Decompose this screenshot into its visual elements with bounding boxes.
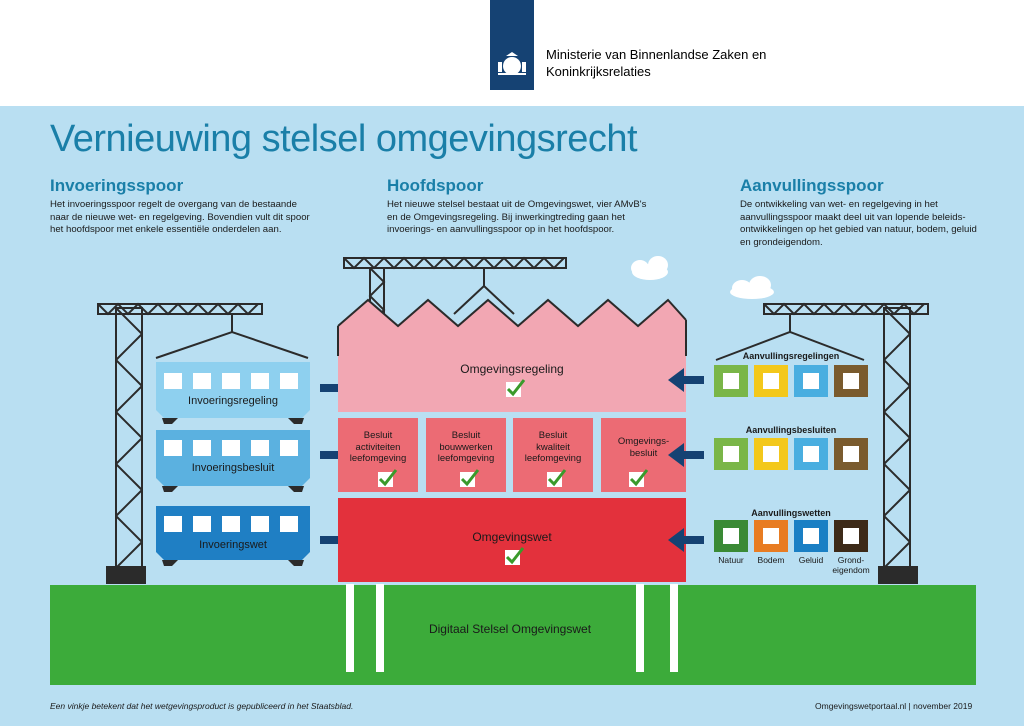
label-grond: Grond- bbox=[837, 555, 865, 565]
page-title: Vernieuwing stelsel omgevingsrecht bbox=[50, 118, 638, 160]
cloud-icon bbox=[730, 276, 774, 299]
label-eigendom: eigendom bbox=[832, 565, 870, 575]
text-aanvullingsspoor: De ontwikkeling van wet- en regelgeving … bbox=[740, 199, 977, 248]
wagon-label-invoeringswet: Invoeringswet bbox=[199, 539, 267, 551]
check-icon bbox=[547, 469, 567, 487]
cell-line: Besluit bbox=[363, 430, 393, 441]
label-omgevingswet: Omgevingswet bbox=[472, 530, 552, 544]
ministry-name: Ministerie van Binnenlandse Zaken en Kon… bbox=[546, 46, 766, 80]
label-aanvullingsbesluiten: Aanvullingsbesluiten bbox=[745, 425, 837, 435]
label-aanvullingswetten: Aanvullingswetten bbox=[751, 508, 831, 518]
left-crane bbox=[97, 302, 309, 569]
label-digitaal-stelsel: Digitaal Stelsel Omgevingswet bbox=[428, 622, 592, 636]
check-icon bbox=[460, 469, 480, 487]
cell-besluit-kwaliteit: Besluit kwaliteit leefomgeving bbox=[513, 430, 593, 465]
cell-line: Besluit bbox=[451, 430, 481, 441]
government-logo bbox=[490, 0, 534, 90]
text-hoofdspoor: Het nieuwe stelsel bestaat uit de Omgevi… bbox=[387, 199, 647, 235]
wagon-invoeringsbesluit bbox=[156, 430, 310, 492]
cell-line: Omgevings- bbox=[617, 436, 670, 447]
label-aanvullingsregelingen: Aanvullingsregelingen bbox=[742, 351, 840, 361]
cell-line: activiteiten bbox=[355, 441, 401, 453]
footer-note: Een vinkje betekent dat het wetgevingspr… bbox=[50, 701, 354, 711]
text-invoeringsspoor: Het invoeringsspoor regelt de overgang v… bbox=[50, 199, 310, 235]
right-crane bbox=[715, 302, 929, 569]
cell-line: besluit bbox=[629, 447, 658, 459]
check-icon bbox=[506, 379, 526, 397]
label-natuur: Natuur bbox=[718, 555, 744, 565]
ministry-line-1: Ministerie van Binnenlandse Zaken en bbox=[546, 47, 767, 62]
wagon-invoeringswet bbox=[156, 506, 310, 566]
label-grondeigendom: Grond- eigendom bbox=[826, 555, 876, 575]
cell-line: kwaliteit bbox=[536, 441, 570, 453]
swatches-aanvullingswetten bbox=[714, 520, 868, 552]
ground bbox=[50, 585, 976, 685]
swatches-aanvullingsregelingen bbox=[714, 365, 868, 397]
wagon-label-invoeringsbesluit: Invoeringsbesluit bbox=[191, 462, 275, 474]
cell-line: bouwwerken bbox=[439, 441, 493, 453]
cell-besluit-bouwwerken: Besluit bouwwerken leefomgeving bbox=[426, 430, 506, 465]
cell-line: Besluit bbox=[538, 430, 568, 441]
label-omgevingsregeling: Omgevingsregeling bbox=[460, 362, 564, 376]
wagon-invoeringsregeling bbox=[156, 362, 310, 424]
cloud-icon bbox=[631, 256, 668, 280]
cell-besluit-activiteiten: Besluit activiteiten leefomgeving bbox=[338, 430, 418, 465]
label-geluid: Geluid bbox=[798, 555, 824, 565]
arrow-left-icon bbox=[668, 528, 704, 552]
arrow-left-icon bbox=[668, 368, 704, 392]
crest-icon bbox=[498, 52, 526, 75]
header: Ministerie van Binnenlandse Zaken en Kon… bbox=[0, 0, 1024, 106]
cell-line: leefomgeving bbox=[437, 453, 495, 464]
check-icon bbox=[505, 547, 525, 565]
cell-line: leefomgeving bbox=[524, 453, 582, 464]
heading-invoeringsspoor: Invoeringsspoor bbox=[50, 176, 184, 195]
check-icon bbox=[629, 469, 649, 487]
heading-aanvullingsspoor: Aanvullingsspoor bbox=[740, 176, 884, 195]
cell-omgevingsbesluit: Omgevings- besluit bbox=[601, 436, 686, 459]
check-icon bbox=[378, 469, 398, 487]
swatches-aanvullingsbesluiten bbox=[714, 438, 868, 470]
wagon-label-invoeringsregeling: Invoeringsregeling bbox=[188, 395, 278, 407]
cell-line: leefomgeving bbox=[349, 453, 407, 464]
arrow-left-icon bbox=[668, 443, 704, 467]
heading-hoofdspoor: Hoofdspoor bbox=[387, 176, 484, 195]
label-bodem: Bodem bbox=[757, 555, 785, 565]
ministry-line-2: Koninkrijksrelaties bbox=[546, 64, 651, 79]
footer-source: Omgevingswetportaal.nl | november 2019 bbox=[815, 701, 973, 711]
